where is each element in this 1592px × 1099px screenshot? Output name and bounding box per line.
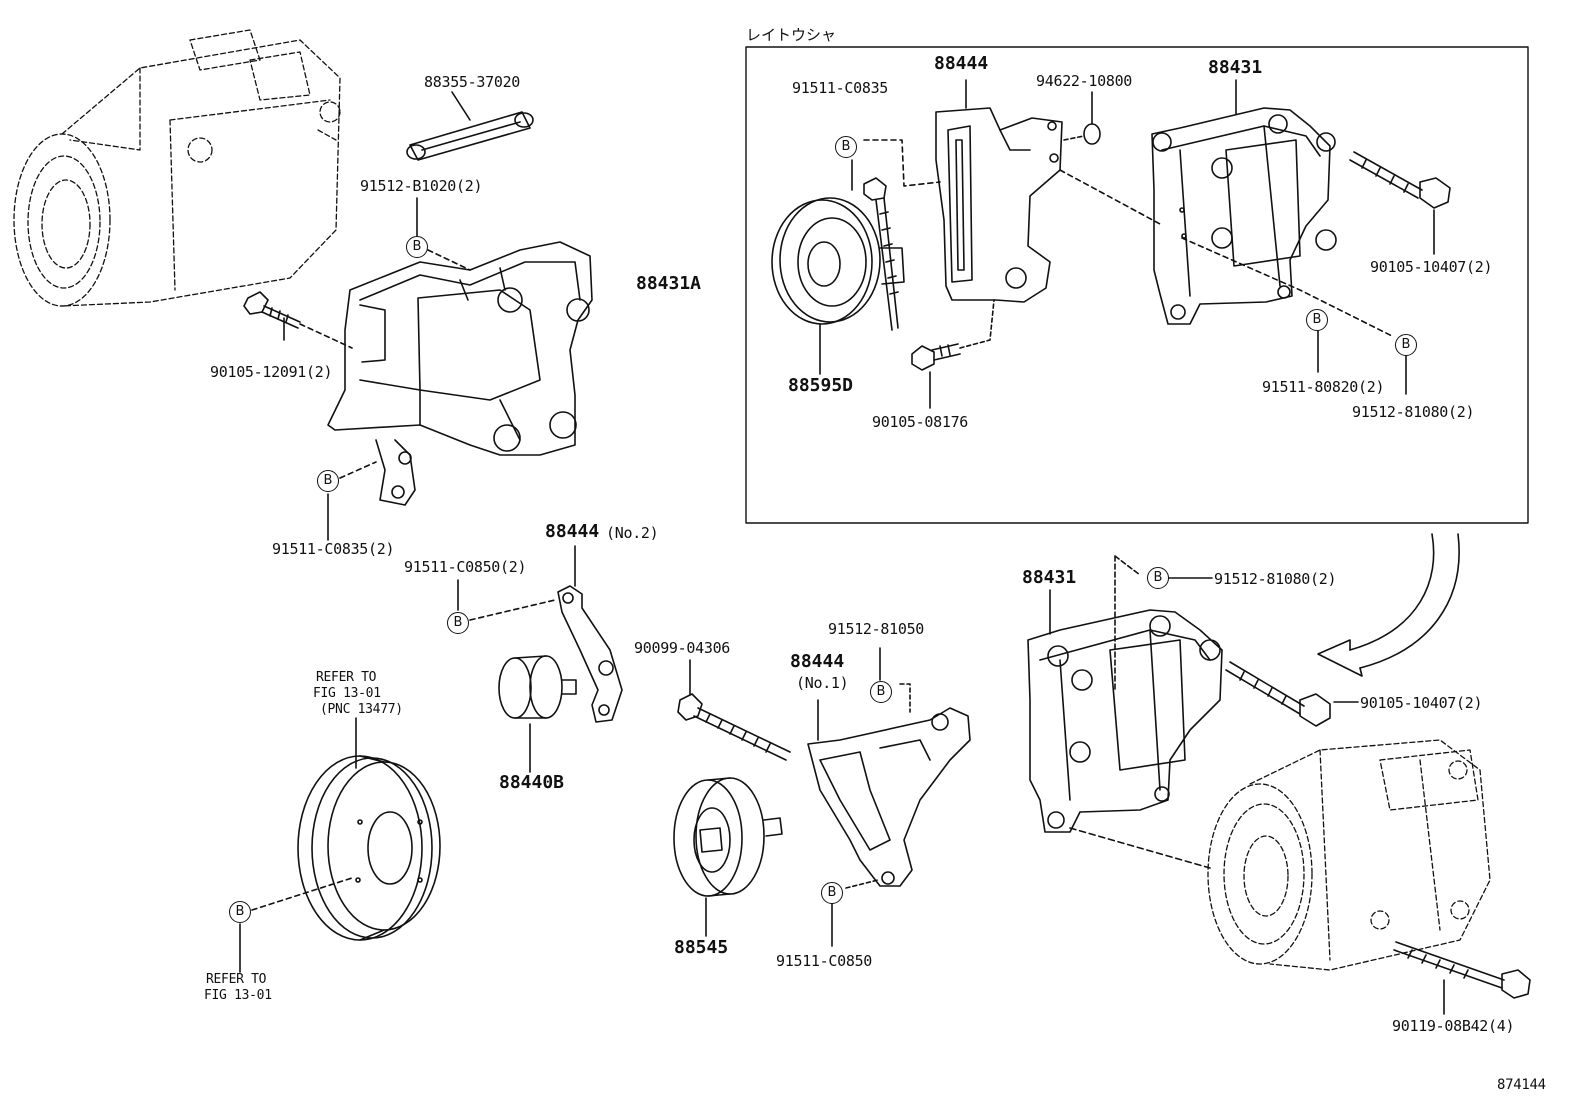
inset-label-88431: 88431: [1208, 57, 1263, 78]
label-90105-12091: 90105-12091(2): [210, 363, 333, 381]
idler-pulley-88440B: [498, 655, 577, 719]
b-marker: B: [1395, 334, 1417, 356]
inset-title: レイトウシャ: [746, 26, 837, 44]
inset-label-91512-81080: 91512-81080(2): [1352, 403, 1475, 421]
b-marker: B: [317, 470, 339, 492]
bolt-90119-08B42: [1393, 941, 1531, 999]
inset-bracket-88444: [935, 107, 1063, 303]
refer-note-top-line3: (PNC 13477): [320, 702, 403, 717]
label-91511-C0835-2: 91511-C0835(2): [272, 540, 395, 558]
inset-label-91511-80820: 91511-80820(2): [1262, 378, 1385, 396]
b-marker: B: [821, 882, 843, 904]
b-marker: B: [1306, 309, 1328, 331]
compressor-bottom-right: [1207, 739, 1491, 971]
inset-label-90105-08176: 90105-08176: [872, 413, 969, 431]
label-88444-no1: 88444: [790, 651, 845, 672]
idler-pulley-88545: [673, 777, 783, 897]
label-88444-no1-sub: (No.1): [796, 674, 849, 692]
b-marker: B: [835, 136, 857, 158]
label-88431A: 88431A: [636, 273, 702, 294]
b-marker: B: [1147, 567, 1169, 589]
refer-note-bottom-line2: FIG 13-01: [204, 988, 272, 1003]
inset-label-90105-10407: 90105-10407(2): [1370, 258, 1493, 276]
illustration-number: 874144: [1497, 1077, 1546, 1093]
inset-washer: [1083, 123, 1101, 145]
b-marker: B: [229, 901, 251, 923]
inset-label-88444: 88444: [934, 53, 989, 74]
refer-note-bottom-line1: REFER TO: [206, 972, 267, 987]
inset-bracket-88431: [1151, 107, 1337, 325]
inset-label-91511-C0835: 91511-C0835: [792, 79, 889, 97]
label-91512-B1020: 91512-B1020(2): [360, 177, 483, 195]
inset-label-88595D: 88595D: [788, 375, 854, 396]
label-88444-no2: 88444: [545, 521, 600, 542]
inset-bolt-90105-08176: [911, 343, 961, 371]
bracket-88444-no2: [557, 585, 623, 723]
bolt-90105-12091: [243, 291, 301, 329]
label-91512-81050: 91512-81050: [828, 620, 925, 638]
bracket-88444-no1: [807, 707, 971, 887]
bolt-90099-04306: [677, 693, 791, 761]
label-88355-37020: 88355-37020: [424, 73, 521, 91]
b-marker: B: [447, 612, 469, 634]
inset-frame: [745, 46, 1529, 524]
label-90119-08B42: 90119-08B42(4): [1392, 1017, 1515, 1035]
label-91511-C0850: 91511-C0850: [776, 952, 873, 970]
flow-arrow: [1317, 533, 1460, 677]
inset-adjust-bolt: [863, 177, 899, 331]
b-marker: B: [870, 681, 892, 703]
compressor-top-left: [13, 29, 341, 307]
label-88444-no2-sub: (No.2): [606, 524, 659, 542]
label-91511-C0850-2: 91511-C0850(2): [404, 558, 527, 576]
label-90105-10407-main: 90105-10407(2): [1360, 694, 1483, 712]
label-88440B: 88440B: [499, 772, 565, 793]
label-88431-main: 88431: [1022, 567, 1077, 588]
link-bar-88355: [406, 111, 534, 161]
refer-note-top-line1: REFER TO: [316, 670, 377, 685]
inset-bolt-90105-10407: [1349, 151, 1451, 209]
label-90099-04306: 90099-04306: [634, 639, 731, 657]
inset-label-94622-10800: 94622-10800: [1036, 72, 1133, 90]
bracket-88431A: [327, 241, 593, 506]
label-91512-81080-main: 91512-81080(2): [1214, 570, 1337, 588]
bracket-88431-main: [1027, 609, 1223, 833]
label-88545: 88545: [674, 937, 729, 958]
refer-note-top-line2: FIG 13-01: [313, 686, 381, 701]
crank-pulley: [297, 755, 441, 941]
b-marker: B: [406, 236, 428, 258]
bolt-90105-10407-main: [1225, 661, 1331, 727]
